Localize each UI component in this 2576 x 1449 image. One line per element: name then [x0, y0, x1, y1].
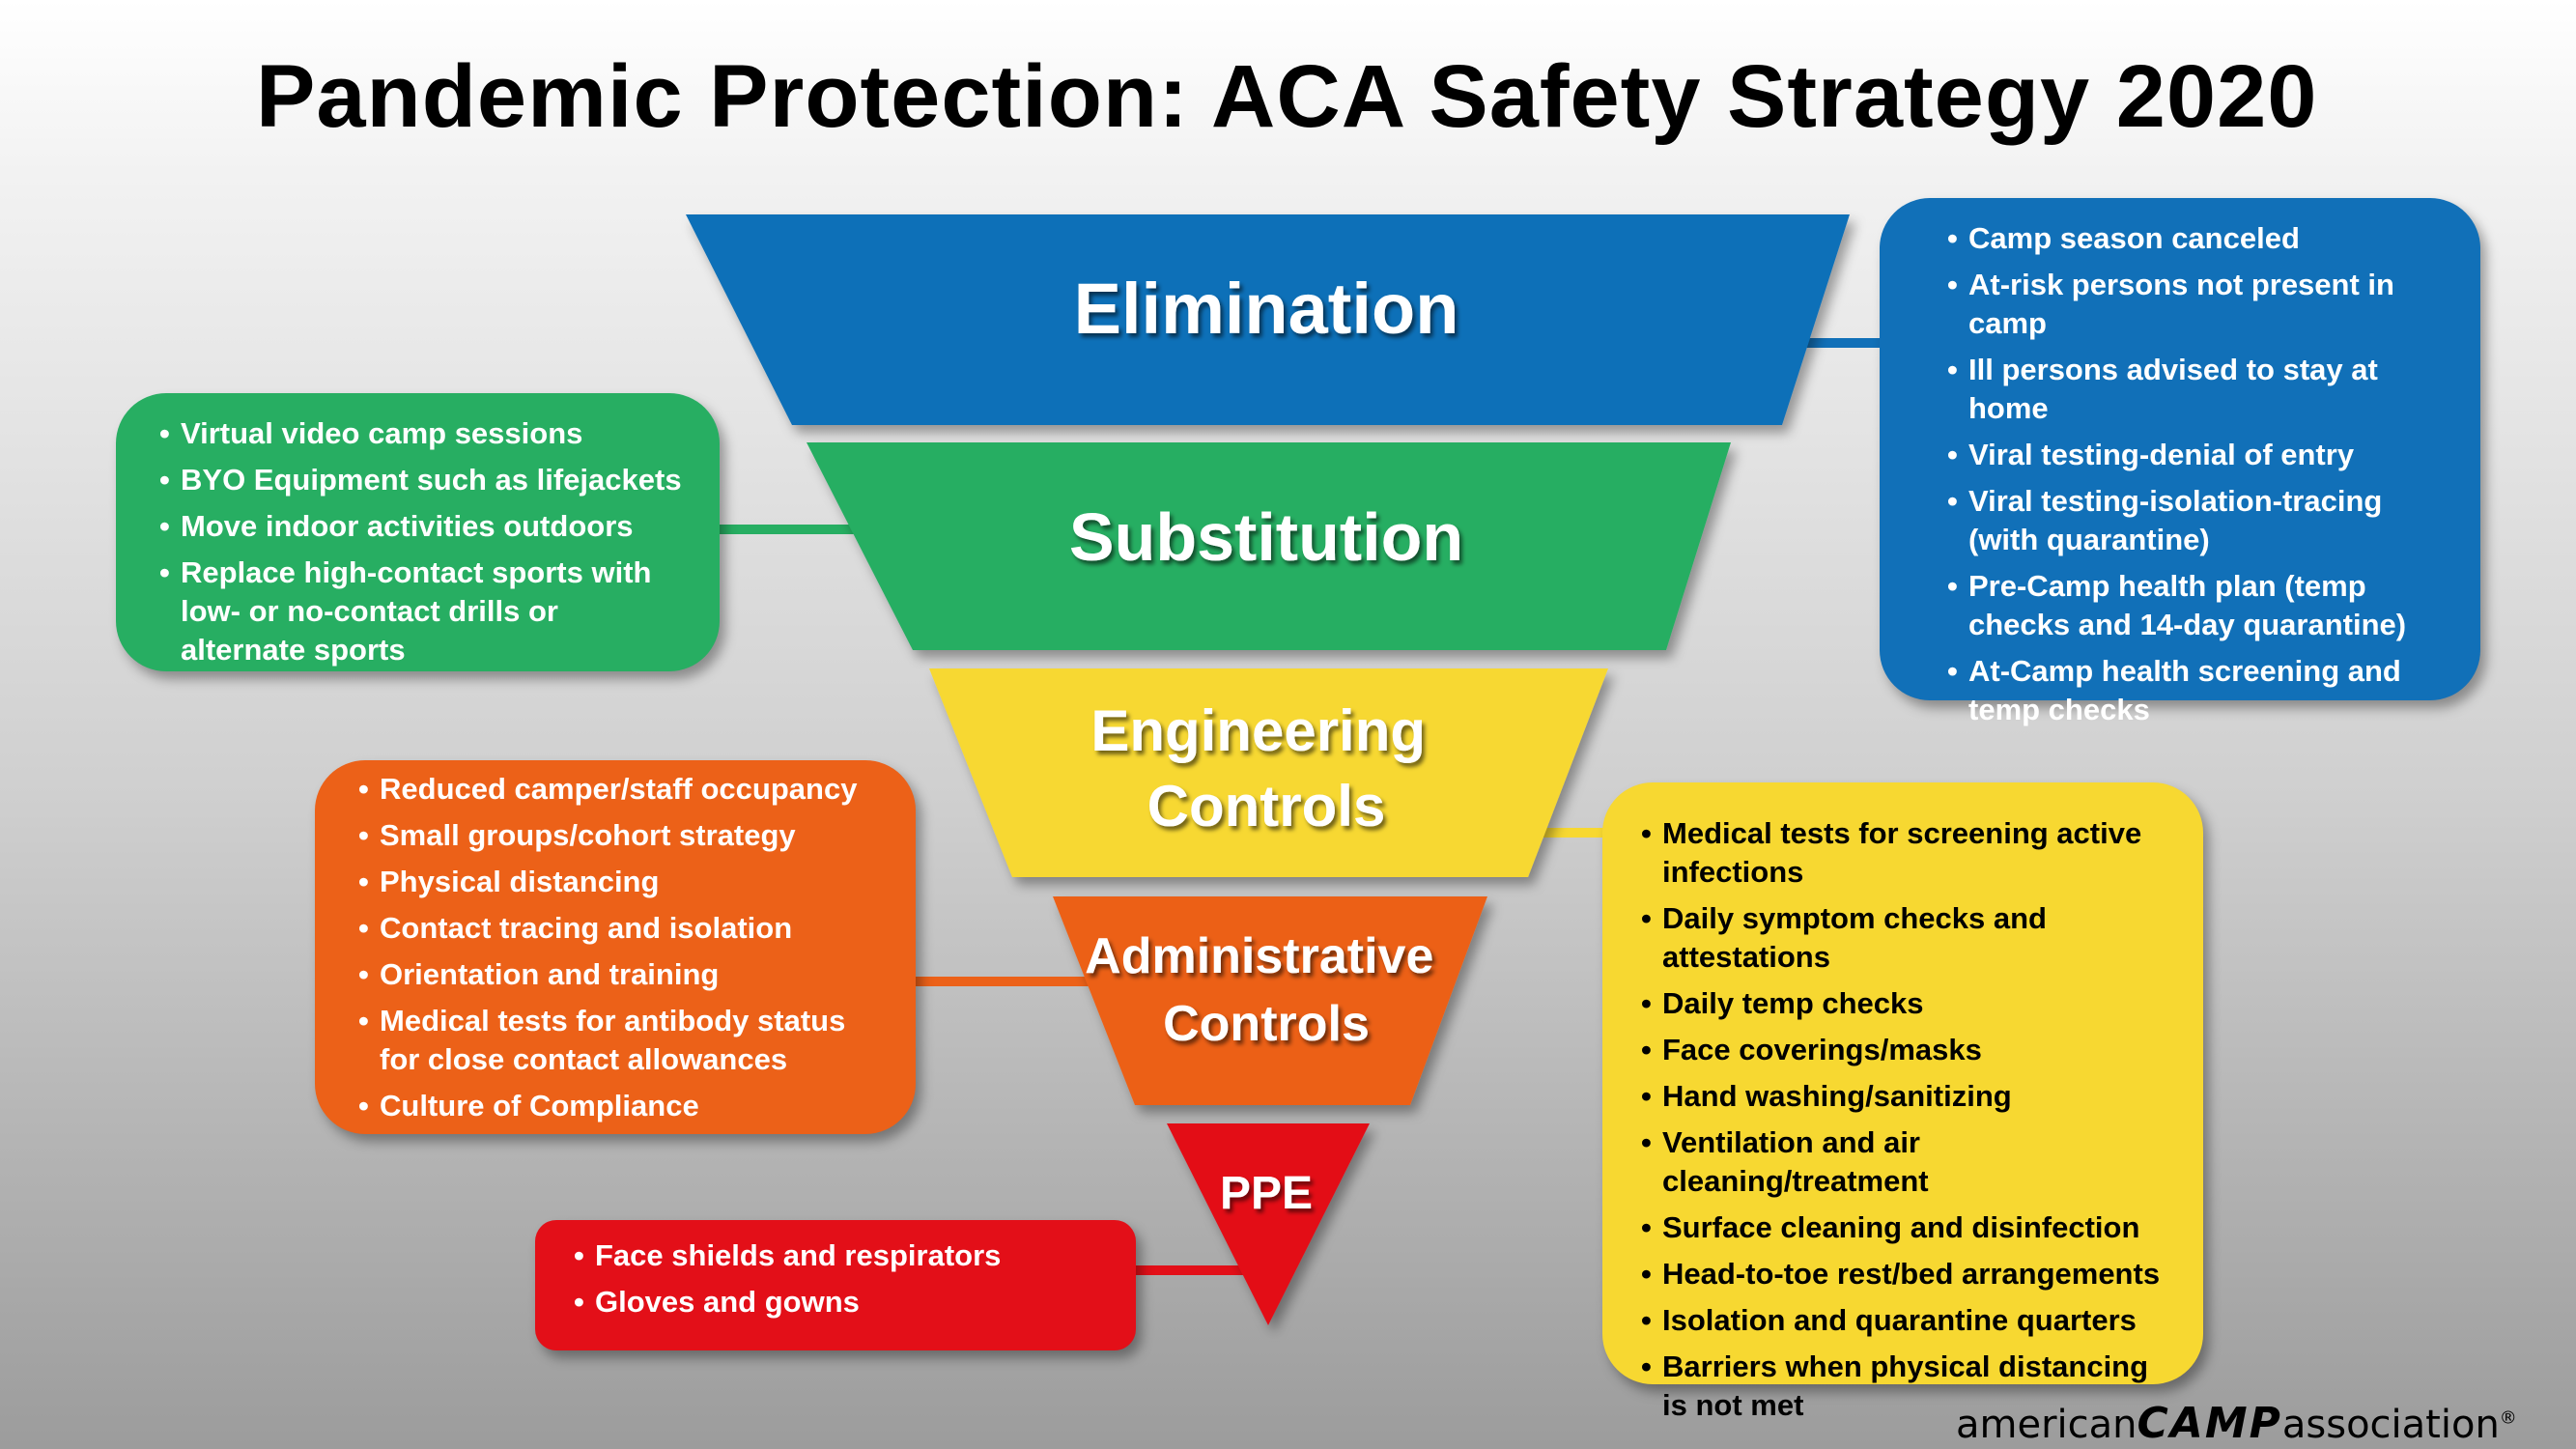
list-item: BYO Equipment such as lifejackets	[159, 461, 691, 499]
list-item: Pre-Camp health plan (temp checks and 14…	[1947, 567, 2442, 644]
level-elimination-trapezoid	[686, 214, 1850, 425]
level-engineering-label: Engineering Controls	[1090, 698, 1441, 838]
list-item: Barriers when physical distancing is not…	[1641, 1348, 2174, 1425]
list-item: At-risk persons not present in camp	[1947, 266, 2442, 343]
level-administrative-trapezoid	[1053, 896, 1487, 1105]
elimination-measures-list: Camp season canceled At-risk persons not…	[1947, 219, 2442, 729]
page-title: Pandemic Protection: ACA Safety Strategy…	[256, 47, 2318, 146]
list-item: Contact tracing and isolation	[358, 909, 887, 948]
list-item: Move indoor activities outdoors	[159, 507, 691, 546]
list-item: Ill persons advised to stay at home	[1947, 351, 2442, 428]
list-item: Isolation and quarantine quarters	[1641, 1301, 2174, 1340]
level-administrative-label: Administrative Controls	[1085, 928, 1448, 1052]
list-item: Viral testing-isolation-tracing (with qu…	[1947, 482, 2442, 559]
level-ppe-label: PPE	[1220, 1168, 1313, 1219]
list-item: Hand washing/sanitizing	[1641, 1077, 2174, 1116]
list-item: Viral testing-denial of entry	[1947, 436, 2442, 474]
list-item: Ventilation and air cleaning/treatment	[1641, 1123, 2174, 1201]
list-item: Camp season canceled	[1947, 219, 2442, 258]
list-item: Medical tests for screening active infec…	[1641, 814, 2174, 892]
ppe-measures-list: Face shields and respirators Gloves and …	[574, 1236, 1107, 1321]
list-item: Orientation and training	[358, 955, 887, 994]
list-item: Daily symptom checks and attestations	[1641, 899, 2174, 977]
substitution-measures-list: Virtual video camp sessions BYO Equipmen…	[159, 414, 691, 669]
list-item: Gloves and gowns	[574, 1283, 1107, 1321]
list-item: Head-to-toe rest/bed arrangements	[1641, 1255, 2174, 1293]
administrative-measures-box: Reduced camper/staff occupancy Small gro…	[315, 760, 916, 1134]
list-item: Replace high-contact sports with low- or…	[159, 554, 691, 669]
engineering-measures-box: Medical tests for screening active infec…	[1602, 782, 2203, 1422]
level-engineering-trapezoid	[929, 668, 1608, 877]
list-item: Culture of Compliance	[358, 1087, 887, 1125]
level-ppe-triangle	[1167, 1123, 1370, 1325]
list-item: Face coverings/masks	[1641, 1031, 2174, 1069]
substitution-measures-box: Virtual video camp sessions BYO Equipmen…	[116, 393, 720, 671]
list-item: Small groups/cohort strategy	[358, 816, 887, 855]
american-camp-association-logo: americanCAMPassociation®	[1956, 1399, 2574, 1449]
list-item: Reduced camper/staff occupancy	[358, 770, 887, 809]
logo-text-right: association	[2281, 1403, 2500, 1447]
level-substitution-label: Substitution	[1069, 499, 1463, 575]
engineering-measures-list: Medical tests for screening active infec…	[1641, 814, 2174, 1425]
list-item: Physical distancing	[358, 863, 887, 901]
registered-mark: ®	[2499, 1407, 2517, 1429]
list-item: At-Camp health screening and temp checks	[1947, 652, 2442, 729]
list-item: Daily temp checks	[1641, 984, 2174, 1023]
list-item: Medical tests for antibody status for cl…	[358, 1002, 887, 1079]
level-elimination-label: Elimination	[1074, 269, 1459, 349]
logo-text-left: american	[1956, 1403, 2137, 1447]
elimination-measures-box: Camp season canceled At-risk persons not…	[1880, 198, 2480, 726]
ppe-measures-box: Face shields and respirators Gloves and …	[535, 1220, 1136, 1350]
logo-text-camp: CAMP	[2137, 1399, 2282, 1448]
list-item: Virtual video camp sessions	[159, 414, 691, 453]
list-item: Face shields and respirators	[574, 1236, 1107, 1275]
level-substitution-trapezoid	[807, 442, 1731, 650]
administrative-measures-list: Reduced camper/staff occupancy Small gro…	[358, 770, 887, 1125]
list-item: Surface cleaning and disinfection	[1641, 1208, 2174, 1247]
